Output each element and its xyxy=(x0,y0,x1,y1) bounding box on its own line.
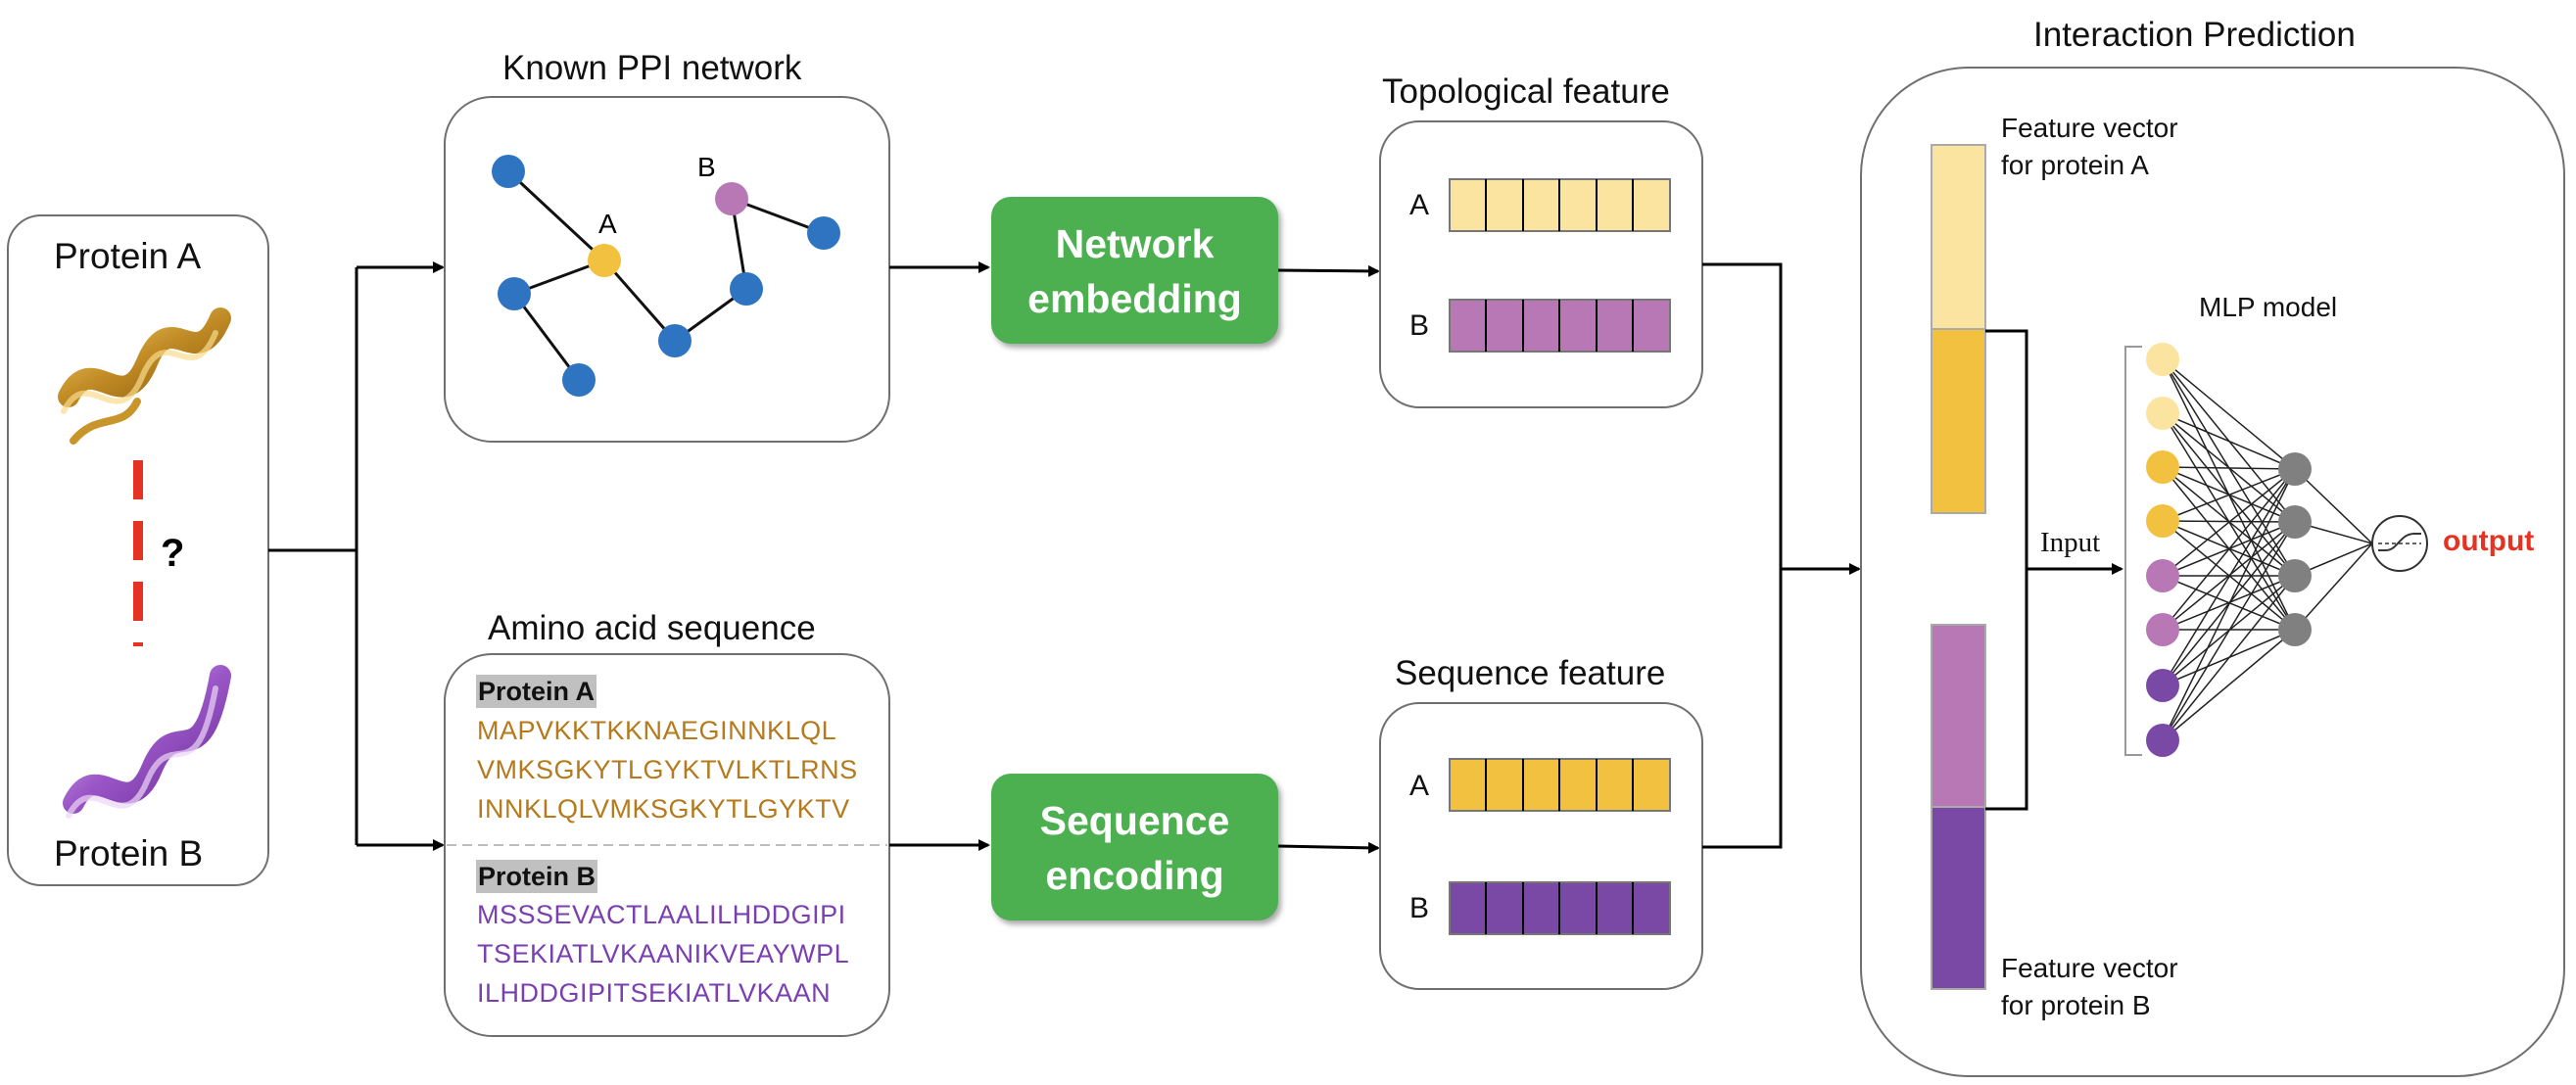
mlp-input-node xyxy=(2146,450,2179,484)
caption-line: Feature vector xyxy=(2001,953,2178,983)
sequence-line: ILHDDGIPITSEKIATLVKAAN xyxy=(477,978,832,1008)
mlp-edge xyxy=(2162,358,2296,470)
amino-acid-title: Amino acid sequence xyxy=(488,609,816,647)
topological-feature-title: Topological feature xyxy=(1382,72,1670,111)
vector-b-seq xyxy=(1931,806,1986,990)
protein-b-label: Protein B xyxy=(54,833,204,873)
protein-b-sequence: MSSSEVACTLAALILHDDGIPI TSEKIATLVKAANIKVE… xyxy=(477,895,849,1013)
protein-a-sequence: MAPVKKTKKNAEGINNKLQL VMKSGKYTLGYKTVLKTLR… xyxy=(477,711,858,828)
mlp-edge xyxy=(2162,466,2296,470)
interaction-prediction-box xyxy=(1860,67,2565,1077)
mlp-edge xyxy=(2162,468,2296,741)
mlp-model-label: MLP model xyxy=(2199,292,2338,322)
caption-line: for protein B xyxy=(2001,990,2151,1020)
vector-a-topo xyxy=(1931,144,1986,330)
caption-line: for protein A xyxy=(2001,150,2149,180)
mlp-hidden-node xyxy=(2278,559,2312,592)
mlp-edge xyxy=(2162,468,2296,631)
network-node xyxy=(658,324,692,357)
network-node xyxy=(807,216,840,250)
arrows-to-encoders xyxy=(889,261,1380,854)
protein-a-seq-header: Protein A xyxy=(476,675,597,708)
sequence-line: INNKLQLVMKSGKYTLGYKTV xyxy=(477,794,850,824)
seq-row-a-label: A xyxy=(1409,770,1430,802)
network-node-b xyxy=(715,182,748,215)
seq-vector-b xyxy=(1449,881,1671,935)
mlp-edge xyxy=(2162,575,2296,741)
network-node xyxy=(730,272,763,306)
protein-a-helix-icon xyxy=(58,307,231,445)
mlp-input-node xyxy=(2146,724,2179,757)
sequence-feature-box xyxy=(1379,702,1703,990)
mlp-input-node xyxy=(2146,397,2179,430)
sequence-line: MAPVKKTKKNAEGINNKLQL xyxy=(477,716,837,745)
mlp-nodes xyxy=(2146,343,2312,757)
protein-b-seq-header: Protein B xyxy=(476,860,598,893)
mlp-hidden-node xyxy=(2278,505,2312,539)
sequence-encoding-line1: Sequence xyxy=(1039,798,1230,843)
mlp-input-node xyxy=(2146,613,2179,646)
network-node xyxy=(492,155,525,188)
mlp-edge xyxy=(2162,521,2296,631)
feature-vector-b-caption: Feature vector for protein B xyxy=(2001,950,2178,1024)
output-neuron-icon xyxy=(2371,515,2428,572)
mlp-input-node xyxy=(2146,343,2179,376)
merge-connector xyxy=(1702,262,1861,849)
vector-a-seq xyxy=(1931,328,1986,514)
seq-row-b-label: B xyxy=(1409,892,1430,924)
sequence-line: MSSSEVACTLAALILHDDGIPI xyxy=(477,900,846,929)
mlp-input-node xyxy=(2146,669,2179,702)
mlp-edge xyxy=(2162,468,2296,686)
node-a-label: A xyxy=(598,209,617,239)
network-embedding-line2: embedding xyxy=(1027,276,1242,321)
protein-b-helix-icon xyxy=(63,665,231,819)
mlp-hidden-node xyxy=(2278,613,2312,646)
ppi-network-box xyxy=(444,96,890,443)
topological-feature-box xyxy=(1379,120,1703,408)
topo-vector-b xyxy=(1449,299,1671,353)
question-mark: ? xyxy=(161,532,184,575)
mlp-input-node xyxy=(2146,559,2179,592)
vector-b-topo xyxy=(1931,624,1986,808)
mlp-input-node xyxy=(2146,504,2179,538)
mlp-edge xyxy=(2294,542,2373,631)
topo-vector-a xyxy=(1449,178,1671,232)
seq-vector-a xyxy=(1449,758,1671,812)
mlp-edge xyxy=(2162,412,2296,470)
topo-row-a-label: A xyxy=(1409,189,1430,221)
input-connector xyxy=(1985,329,2123,811)
mlp-edge xyxy=(2162,468,2296,577)
input-label: Input xyxy=(2040,527,2101,558)
sequence-feature-title: Sequence feature xyxy=(1395,654,1666,692)
sequence-encoding-button[interactable]: Sequence encoding xyxy=(991,774,1278,920)
sequence-line: TSEKIATLVKAANIKVEAYWPL xyxy=(477,939,850,968)
network-node xyxy=(562,363,596,397)
mlp-edge xyxy=(2162,521,2296,741)
feature-vector-a-caption: Feature vector for protein A xyxy=(2001,110,2178,184)
caption-line: Feature vector xyxy=(2001,113,2178,143)
interaction-prediction-title: Interaction Prediction xyxy=(2033,16,2356,54)
mlp-edge xyxy=(2162,520,2296,523)
mlp-edge xyxy=(2162,629,2296,741)
input-layer-bracket xyxy=(2124,346,2142,756)
ppi-network-title: Known PPI network xyxy=(502,49,802,87)
mlp-hidden-node xyxy=(2278,452,2312,486)
network-embedding-button[interactable]: Network embedding xyxy=(991,197,1278,344)
network-node-a xyxy=(588,244,621,277)
mlp-edge xyxy=(2294,468,2373,544)
mlp-edge xyxy=(2162,468,2296,522)
output-label: output xyxy=(2443,525,2535,557)
node-b-label: B xyxy=(697,152,716,182)
sequence-line: VMKSGKYTLGYKTVLKTLRNS xyxy=(477,755,858,784)
network-embedding-line1: Network xyxy=(1055,221,1215,266)
network-node xyxy=(498,277,531,310)
topo-row-b-label: B xyxy=(1409,309,1430,342)
sequence-encoding-line2: encoding xyxy=(1045,853,1224,898)
protein-a-label: Protein A xyxy=(54,236,202,276)
split-connector xyxy=(268,261,445,851)
